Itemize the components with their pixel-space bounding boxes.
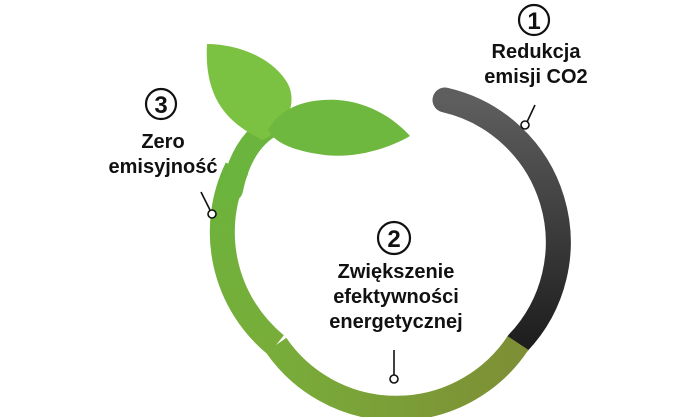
- step-1-number: 1: [527, 8, 540, 35]
- step-3-label-line: Zero: [141, 131, 185, 153]
- step-1-label-line: emisji CO2: [484, 66, 588, 88]
- numbered-circle-icon: [517, 3, 551, 37]
- step-2-number: 2: [387, 226, 400, 253]
- step-3-label: Zero emisyjność: [98, 130, 228, 180]
- step-3-number: 3: [154, 92, 167, 119]
- pointer-pin-icon: [207, 209, 217, 219]
- step-2-label-line: energetycznej: [329, 311, 463, 333]
- ring-segment-olive: [265, 335, 529, 417]
- pointer-pin-icon: [520, 120, 530, 130]
- sprout-icon: [206, 44, 410, 201]
- left-leaf: [206, 44, 292, 140]
- pointer-pin-icon: [389, 374, 399, 384]
- ring-segment-dark: [432, 87, 571, 356]
- step-1-marker: 1: [517, 3, 551, 130]
- step-1-label-line: Redukcja: [491, 41, 581, 63]
- numbered-circle-icon: [144, 87, 178, 121]
- step-2-label-line: efektywności: [333, 286, 459, 308]
- right-leaf: [268, 99, 410, 156]
- step-3-marker: 3: [144, 87, 217, 219]
- step-3-label-line: emisyjność: [108, 156, 218, 178]
- step-2-label-line: Zwiększenie: [337, 261, 455, 283]
- step-2-marker: 2: [376, 220, 412, 384]
- step-2-label: Zwiększenie efektywności energetycznej: [316, 260, 476, 335]
- step-1-label: Redukcja emisji CO2: [466, 40, 606, 90]
- numbered-circle-icon: [376, 220, 412, 256]
